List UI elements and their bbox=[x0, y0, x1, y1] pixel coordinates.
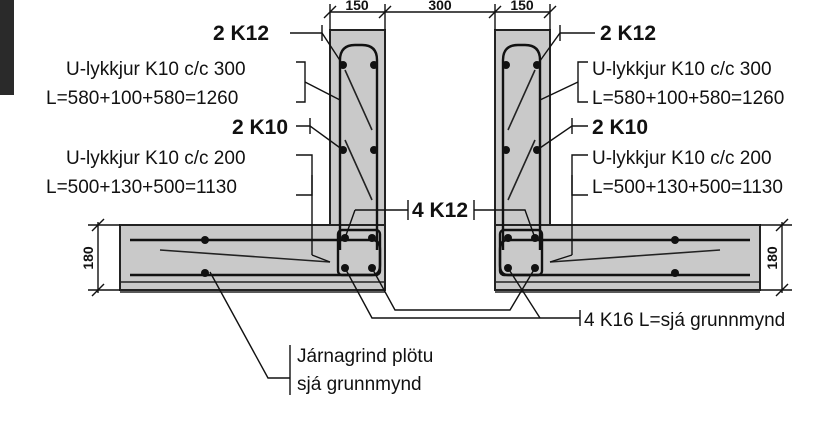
right-bar-dot bbox=[502, 61, 510, 69]
leader-lines bbox=[209, 25, 595, 395]
dim-slab-right: 180 bbox=[764, 246, 780, 270]
label-left-length-1130: L=500+130+500=1130 bbox=[46, 177, 237, 198]
label-left-length-1260: L=580+100+580=1260 bbox=[46, 88, 238, 109]
label-corner-bars: 4 K12 bbox=[412, 199, 468, 222]
label-left-u-loop-200: U-lykkjur K10 c/c 200 bbox=[66, 148, 246, 169]
left-bar-dot bbox=[370, 146, 378, 154]
right-bar-dot bbox=[671, 236, 679, 244]
dim-slab-left: 180 bbox=[80, 246, 96, 270]
right-section bbox=[494, 29, 761, 293]
label-mesh-line1: Járnagrind plötu bbox=[297, 346, 433, 367]
label-right-length-1260: L=580+100+580=1260 bbox=[592, 88, 784, 109]
left-section bbox=[119, 29, 386, 293]
dim-top-mid: 300 bbox=[428, 0, 452, 13]
label-right-u-loop-300: U-lykkjur K10 c/c 300 bbox=[592, 59, 772, 80]
left-bar-dot bbox=[201, 236, 209, 244]
label-right-top-bars: 2 K12 bbox=[600, 22, 656, 45]
label-right-mid-bars: 2 K10 bbox=[592, 116, 648, 139]
dim-top-left: 150 bbox=[345, 0, 369, 13]
label-left-mid-bars: 2 K10 bbox=[232, 116, 288, 139]
left-wall-u-loop bbox=[338, 43, 379, 250]
slab-dimension-right: 180 bbox=[760, 218, 792, 297]
scan-edge-artifact bbox=[0, 0, 14, 95]
label-right-length-1130: L=500+130+500=1130 bbox=[592, 177, 783, 198]
right-bar-dot bbox=[504, 234, 512, 242]
label-right-u-loop-200: U-lykkjur K10 c/c 200 bbox=[592, 148, 772, 169]
right-wall-u-loop bbox=[501, 43, 542, 250]
right-corner-stirrup bbox=[498, 228, 544, 277]
left-corner-stirrup bbox=[336, 228, 382, 277]
left-bar-dot bbox=[201, 269, 209, 277]
right-bar-dot bbox=[671, 269, 679, 277]
top-dimension-chain: 150 300 150 bbox=[323, 0, 557, 30]
label-left-top-bars: 2 K12 bbox=[213, 22, 269, 45]
dim-top-right: 150 bbox=[510, 0, 534, 13]
left-bar-dot bbox=[370, 61, 378, 69]
label-mesh-line2: sjá grunnmynd bbox=[297, 374, 422, 395]
label-left-u-loop-300: U-lykkjur K10 c/c 300 bbox=[66, 59, 246, 80]
label-bottom-bars: 4 K16 L=sjá grunnmynd bbox=[584, 310, 785, 331]
slab-dimension-left: 180 bbox=[80, 218, 120, 297]
right-bar-dot bbox=[502, 146, 510, 154]
left-bar-dot bbox=[368, 234, 376, 242]
